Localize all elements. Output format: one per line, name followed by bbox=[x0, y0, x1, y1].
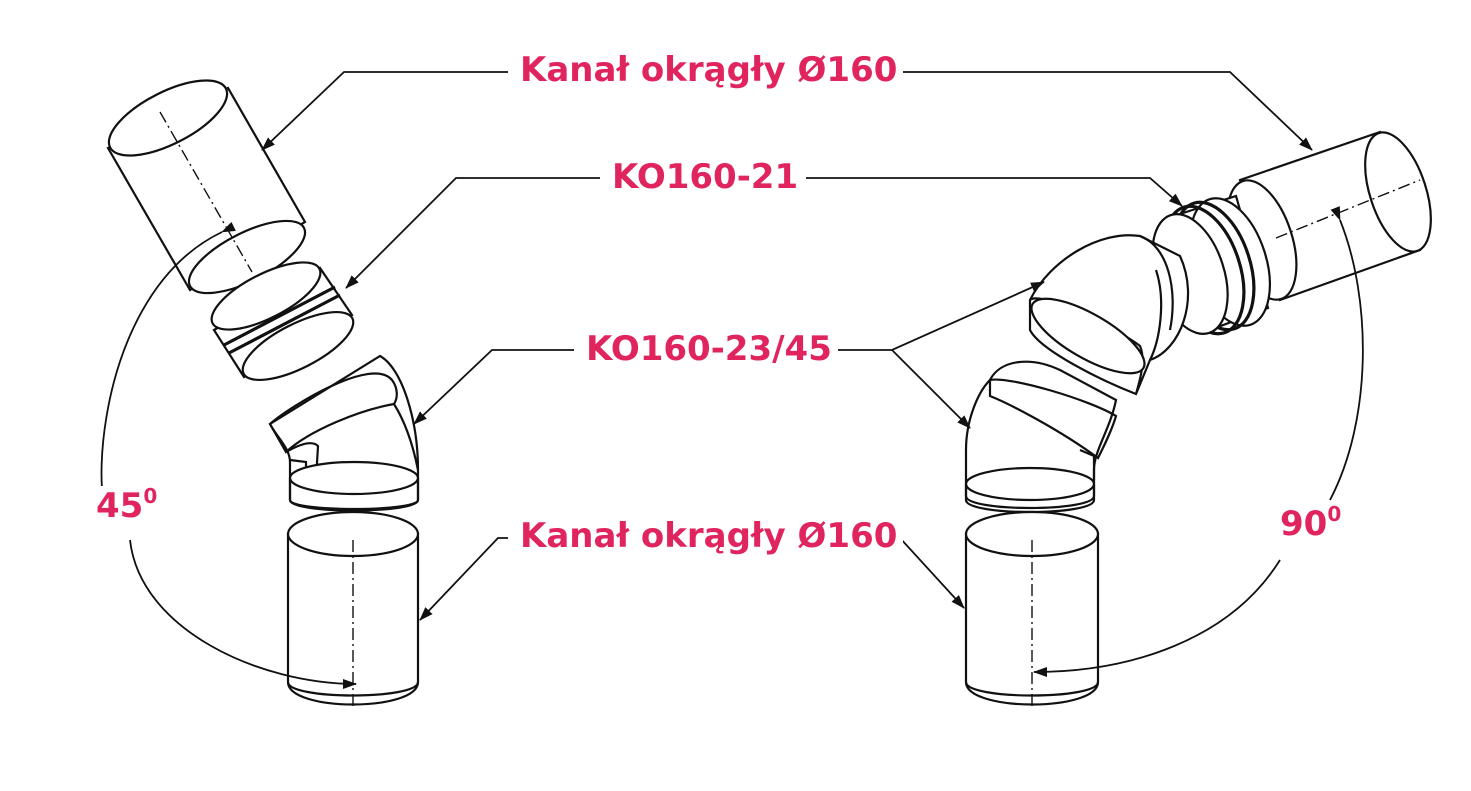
left-connector bbox=[210, 261, 355, 382]
left-angled-duct bbox=[106, 79, 307, 295]
right-assembly bbox=[964, 130, 1432, 708]
label-elbow: KO160-23/45 bbox=[580, 329, 838, 369]
angle-left-value: 45 bbox=[96, 486, 144, 526]
left-elbow bbox=[268, 354, 420, 512]
left-lower-duct bbox=[286, 510, 420, 708]
label-connector: KO160-21 bbox=[606, 157, 805, 197]
label-angle-right: 900 bbox=[1274, 502, 1348, 544]
label-duct-top: Kanał okrągły Ø160 bbox=[514, 50, 904, 90]
right-upper-elbow bbox=[1028, 234, 1190, 396]
label-duct-bottom: Kanał okrągły Ø160 bbox=[514, 516, 904, 556]
left-assembly bbox=[100, 79, 420, 708]
label-angle-left: 450 bbox=[90, 484, 164, 526]
angle-right-value: 90 bbox=[1280, 504, 1328, 544]
right-lower-duct bbox=[964, 510, 1100, 708]
right-lower-elbow bbox=[964, 360, 1118, 514]
angle-right-degree: 0 bbox=[1327, 502, 1342, 526]
angle-left-degree: 0 bbox=[143, 484, 158, 508]
